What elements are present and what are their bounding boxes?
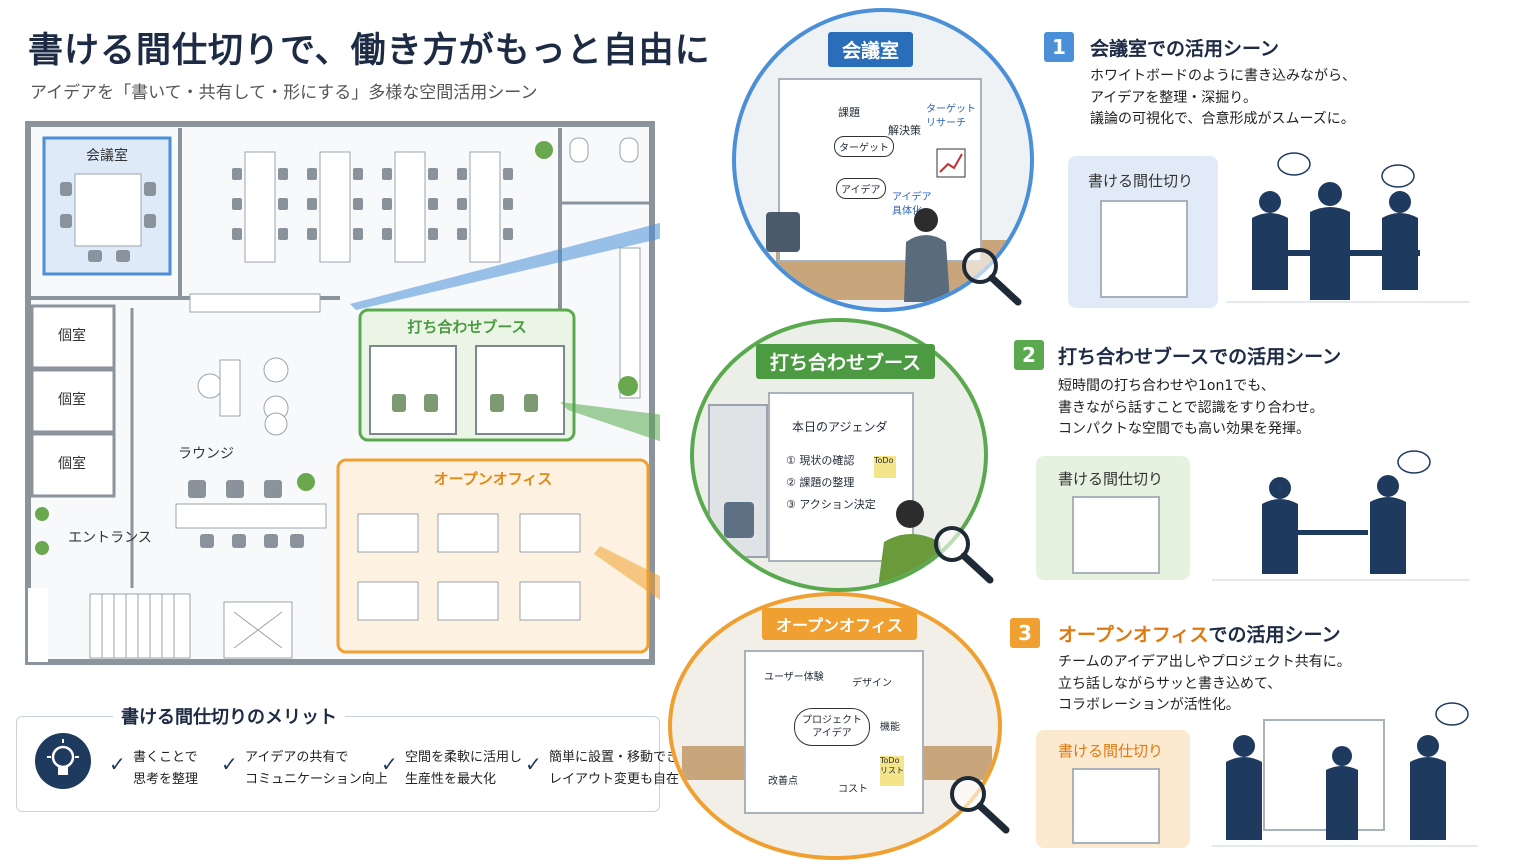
check-icon: ✓ [525, 752, 542, 776]
scene-number: 3 [1010, 618, 1040, 648]
scene-number: 2 [1014, 340, 1044, 370]
open-office-badge: オープンオフィス [762, 608, 917, 640]
page-subtitle: アイデアを「書いて・共有して・形にする」多様な空間活用シーン [30, 83, 538, 103]
merits-title: 書ける間仕切りのメリット [113, 703, 345, 729]
check-icon: ✓ [381, 752, 398, 776]
check-icon: ✓ [109, 752, 126, 776]
open-office-zoom: ユーザー体験 デザイン プロジェクト アイデア 機能 改善点 コスト ToDo … [668, 592, 1002, 860]
lounge-label: ラウンジ [178, 446, 234, 462]
floor-plan: 会議室 個室 個室 個室 ラウンジ エント [25, 121, 660, 665]
page-title: 書ける間仕切りで、働き方がもっと自由に [28, 31, 711, 71]
merits-panel: 書ける間仕切りのメリット ✓書くことで思考を整理 ✓アイデアの共有でコミュニケー… [16, 703, 679, 812]
scene-title: オープンオフィスでの活用シーン [1058, 624, 1341, 646]
meeting-room-label: 会議室 [86, 147, 128, 164]
scene-description: チームのアイデア出しやプロジェクト共有に。立ち話しながらサッと書き込めて、コラボ… [1058, 654, 1351, 713]
booth-zone-label: 打ち合わせブース [407, 318, 526, 336]
scene-description: 短時間の打ち合わせや1on1でも、書きながら話すことで認識をすり合わせ。コンパク… [1058, 378, 1324, 437]
merit-item: ✓空間を柔軟に活用し生産性を最大化 [381, 750, 523, 787]
scene-title: 打ち合わせブースでの活用シーン [1058, 346, 1342, 368]
booth-zoom: 本日のアジェンダ ① 現状の確認 ② 課題の整理 ③ アクション決定 ToDo [690, 318, 988, 592]
meeting-people-illustration [1226, 152, 1470, 303]
magnifier-icon [962, 248, 1022, 306]
whiteboard: 課題 ターゲット 解決策 ターゲット リサーチ アイデア アイデア 具体化 [778, 78, 982, 262]
scene-title: 会議室での活用シーン [1090, 38, 1280, 60]
merit-item: ✓アイデアの共有でコミュニケーション向上 [221, 750, 388, 787]
entrance-label: エントランス [68, 530, 152, 546]
open-office-people-illustration [1212, 702, 1478, 847]
lightbulb-icon [35, 733, 91, 789]
scene-description: ホワイトボードのように書き込みながら、アイデアを整理・深掘り。議論の可視化で、合… [1090, 68, 1356, 127]
meeting-room-badge: 会議室 [828, 32, 914, 67]
booth-badge: 打ち合わせブース [756, 344, 936, 379]
magnifier-icon [950, 776, 1010, 834]
private-room-label: 個室 [58, 391, 86, 408]
merit-item: ✓書くことで思考を整理 [109, 750, 199, 787]
magnifier-icon [934, 526, 994, 584]
merit-item: ✓簡単に設置・移動できレイアウト変更も自在 [525, 750, 680, 787]
private-room-label: 個室 [58, 327, 86, 344]
partition-card: 書ける間仕切り [1036, 730, 1190, 848]
check-icon: ✓ [221, 752, 238, 776]
partition-card: 書ける間仕切り [1068, 156, 1218, 308]
whiteboard: ユーザー体験 デザイン プロジェクト アイデア 機能 改善点 コスト ToDo … [744, 650, 924, 814]
partition-card: 書ける間仕切り [1036, 456, 1190, 580]
booth-people-illustration [1212, 450, 1470, 581]
open-office-zone-label: オープンオフィス [434, 470, 553, 488]
private-room-label: 個室 [58, 455, 86, 472]
scene-number: 1 [1044, 32, 1074, 62]
whiteboard: 本日のアジェンダ ① 現状の確認 ② 課題の整理 ③ アクション決定 ToDo [768, 392, 914, 562]
